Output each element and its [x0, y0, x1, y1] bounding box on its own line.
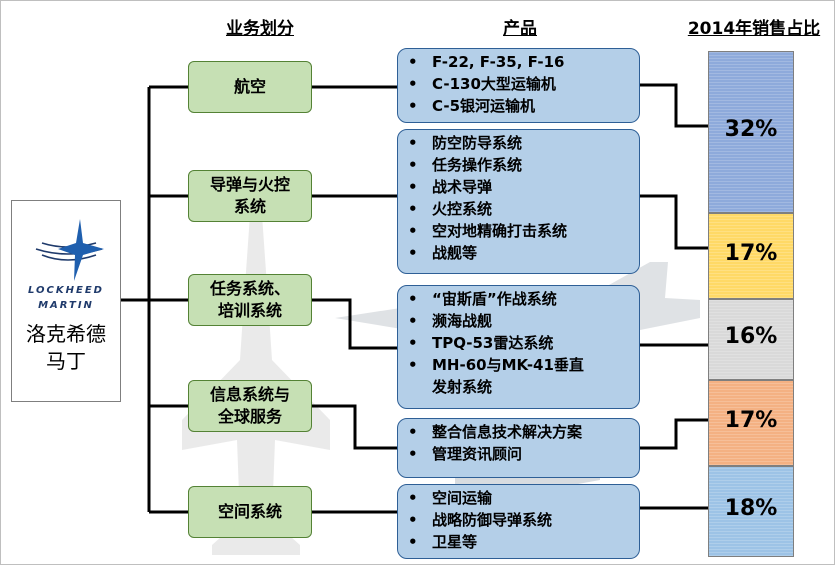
- share-label: 16%: [724, 324, 778, 350]
- division-label: 航空: [233, 77, 266, 96]
- product-item: •C-130大型运输机: [408, 75, 556, 93]
- share-segment: [708, 51, 794, 213]
- product-box-space: •空间运输 •战略防御导弹系统 •卫星等: [397, 484, 640, 559]
- product-item: •C-5银河运输机: [408, 97, 536, 115]
- company-logo-box: LOCKHEED MARTIN 洛克希德 马丁: [11, 200, 121, 402]
- product-item: •空间运输: [408, 489, 493, 507]
- division-box-info-systems: 信息系统与 全球服务: [188, 380, 312, 432]
- company-name-line2: 马丁: [46, 349, 86, 373]
- division-label: 任务系统、 培训系统: [209, 279, 290, 320]
- link-missiles-share: [640, 194, 716, 250]
- lockheed-star-icon: [35, 219, 104, 281]
- share-segment: [708, 212, 794, 299]
- product-item: •火控系统: [408, 200, 493, 218]
- product-box-mission-systems: •“宙斯盾”作战系统 •濒海战舰 •TPQ-53雷达系统 •MH-60与MK-4…: [397, 285, 640, 409]
- product-box-info-systems: •整合信息技术解决方案 •管理资讯顾问: [397, 418, 640, 478]
- division-label: 导弹与火控 系统: [209, 175, 290, 216]
- logo-word-lockheed: LOCKHEED: [28, 285, 104, 296]
- division-box-aviation: 航空: [188, 61, 312, 113]
- link-info-share: [640, 418, 716, 450]
- product-item: •战略防御导弹系统: [408, 511, 553, 529]
- header-product: 产品: [503, 19, 537, 39]
- division-label: 信息系统与 全球服务: [209, 385, 290, 426]
- link-info-product: [312, 404, 397, 450]
- product-box-missiles: •防空防导系统 •任务操作系统 •战术导弹 •火控系统 •空对地精确打击系统 •…: [397, 129, 640, 274]
- product-item: •整合信息技术解决方案: [408, 423, 583, 441]
- header-division: 业务划分: [226, 19, 294, 39]
- product-item: •空对地精确打击系统: [408, 222, 568, 240]
- header-share: 2014年销售占比: [687, 19, 821, 39]
- product-item: •濒海战舰: [408, 312, 493, 330]
- logo-word-martin: MARTIN: [38, 300, 94, 311]
- product-item: •“宙斯盾”作战系统: [408, 290, 557, 308]
- division-box-mission-systems: 任务系统、 培训系统: [188, 274, 312, 326]
- share-segment: [708, 465, 794, 557]
- product-box-aviation: •F-22, F-35, F-16 •C-130大型运输机 •C-5银河运输机: [397, 48, 640, 123]
- product-item: •战舰等: [408, 244, 478, 262]
- product-item: •防空防导系统: [408, 134, 523, 152]
- share-label: 18%: [724, 496, 778, 522]
- link-mission-product: [312, 298, 397, 350]
- share-label: 17%: [724, 240, 778, 266]
- link-aviation-share: [640, 83, 716, 128]
- division-box-missiles: 导弹与火控 系统: [188, 170, 312, 222]
- product-item: •F-22, F-35, F-16: [408, 53, 565, 71]
- product-item: •战术导弹: [408, 178, 493, 196]
- product-item: •卫星等: [408, 533, 478, 551]
- share-label: 17%: [724, 407, 778, 433]
- product-item-continuation: 发射系统: [432, 378, 493, 396]
- division-label: 空间系统: [217, 502, 282, 521]
- product-item: •管理资讯顾问: [408, 445, 523, 463]
- division-box-space: 空间系统: [188, 486, 312, 538]
- product-item: •TPQ-53雷达系统: [408, 334, 554, 352]
- share-segment: [708, 379, 794, 466]
- product-item: •任务操作系统: [408, 156, 523, 174]
- product-item: •MH-60与MK-41垂直: [408, 356, 584, 374]
- share-segment: [708, 298, 794, 380]
- company-name-line1: 洛克希德: [26, 322, 106, 346]
- share-label: 32%: [724, 116, 778, 142]
